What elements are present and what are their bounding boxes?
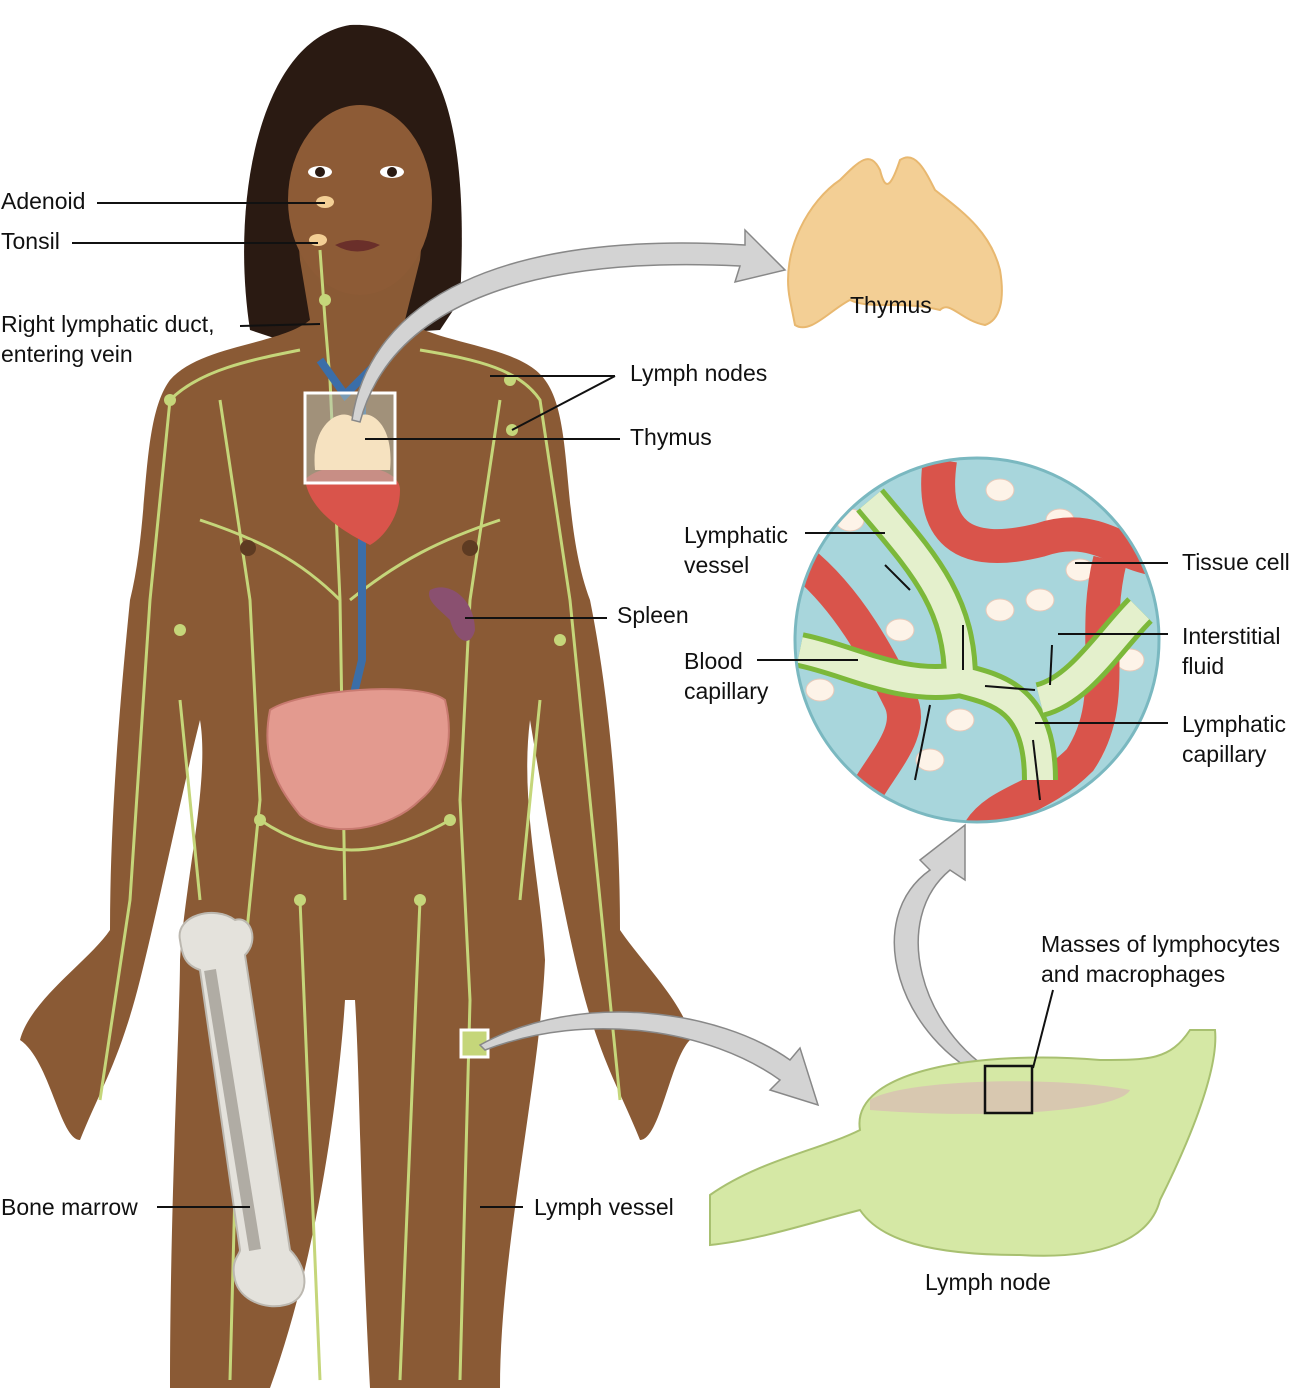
label-line: fluid [1182, 653, 1225, 679]
label-right-lymphatic-duct: Right lymphatic duct, entering vein [1, 309, 214, 369]
heart [305, 466, 400, 545]
label-masses-of-lymphocytes: Masses of lymphocytes and macrophages [1041, 929, 1280, 989]
label-blood-capillary: Blood capillary [684, 646, 768, 706]
face [288, 105, 432, 295]
label-bone-marrow: Bone marrow [1, 1194, 138, 1220]
label-thymus: Thymus [630, 424, 712, 450]
label-lymph-node: Lymph node [925, 1269, 1051, 1295]
label-thymus-inset: Thymus [850, 292, 932, 318]
label-line: Lymphatic [1182, 711, 1286, 737]
label-line: Right lymphatic duct, [1, 311, 215, 337]
label-tonsil: Tonsil [1, 228, 60, 254]
label-line: and macrophages [1041, 961, 1226, 987]
thymus-inset [787, 156, 1003, 329]
label-line: capillary [684, 678, 769, 704]
label-line: Lymphatic [684, 522, 788, 548]
label-spleen: Spleen [617, 602, 689, 628]
label-tissue-cell: Tissue cell [1182, 549, 1290, 575]
label-lymphatic-capillary: Lymphatic capillary [1182, 709, 1286, 769]
label-line: Interstitial [1182, 623, 1281, 649]
spleen [429, 587, 475, 641]
label-line: entering vein [1, 341, 133, 367]
label-interstitial-fluid: Interstitial fluid [1182, 621, 1280, 681]
label-line: vessel [684, 552, 750, 578]
intestines [266, 688, 450, 831]
label-lymph-nodes: Lymph nodes [630, 360, 768, 386]
blood-capillaries [795, 458, 1159, 822]
label-lymphatic-vessel: Lymphatic vessel [684, 520, 788, 580]
tissue-inset [795, 458, 1159, 822]
label-line: Masses of lymphocytes [1041, 931, 1281, 957]
lymph-node-illustration [709, 1029, 1217, 1257]
arrows [351, 228, 1000, 1107]
label-line: Blood [684, 648, 743, 674]
lymphatic-capillary [797, 491, 1150, 781]
label-lymph-vessel: Lymph vessel [534, 1194, 674, 1220]
label-adenoid: Adenoid [1, 188, 86, 214]
leader-lines [72, 202, 1168, 1208]
label-line: capillary [1182, 741, 1267, 767]
